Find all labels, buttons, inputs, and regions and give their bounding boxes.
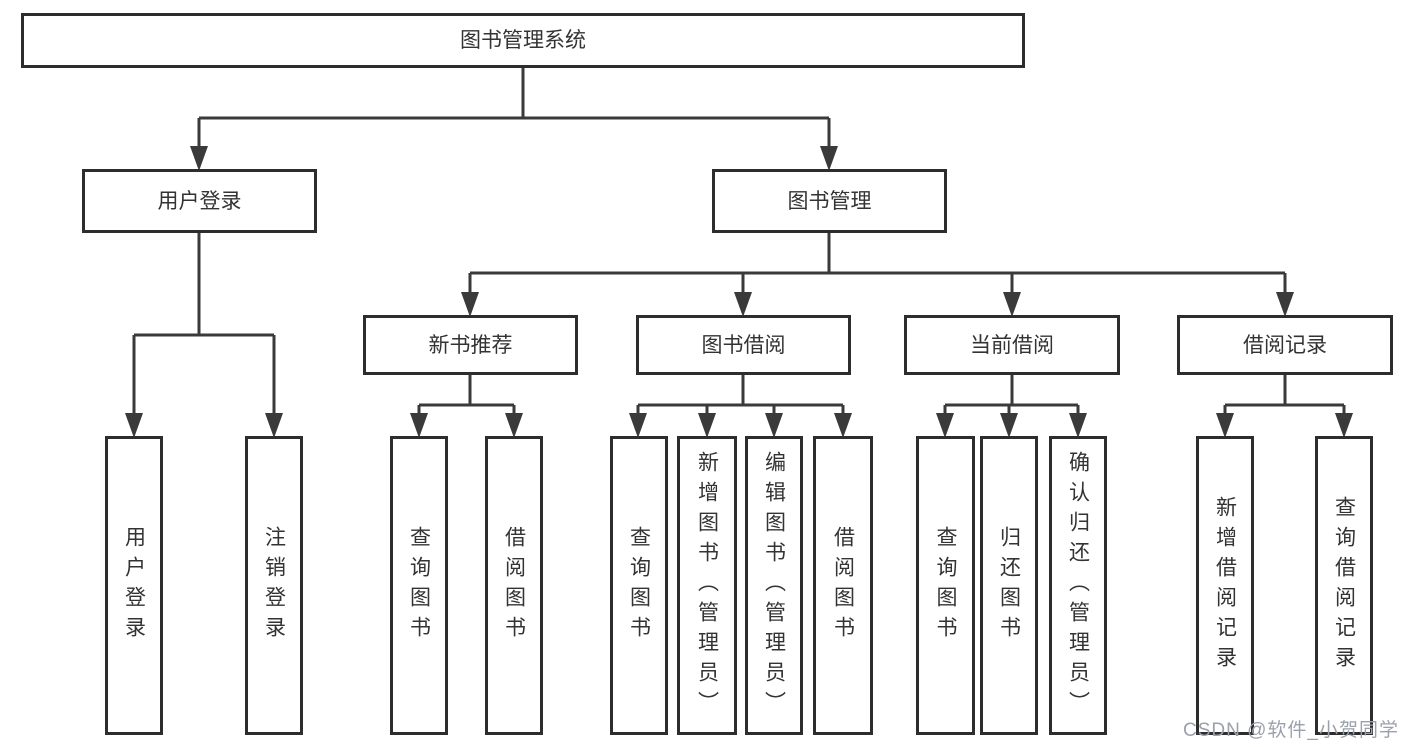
node-label: 查询图书 [627,525,651,646]
node-label: 注销登录 [262,525,286,646]
connector-lines [132,68,1346,417]
node-label: 新书推荐 [428,333,513,357]
node-label: 借阅记录 [1243,333,1327,357]
node-new-book-rec: 新书推荐 [363,315,578,375]
node-label: 图书管理系统 [460,29,586,52]
node-borrow-records: 借阅记录 [1177,315,1393,375]
node-label: 查询图书 [407,525,431,646]
node-leaf-bb-edit-books: 编辑图书（管理员） [745,436,803,735]
node-leaf-br-add-record: 新增借阅记录 [1196,436,1254,735]
node-label: 图书借阅 [701,333,786,357]
node-label: 归还图书 [997,525,1021,646]
node-current-borrow: 当前借阅 [904,315,1120,375]
node-label: 借阅图书 [502,525,526,646]
arrowhead-icons [125,146,1353,438]
node-leaf-user-login: 用户登录 [105,436,163,735]
node-label: 当前借阅 [970,333,1054,357]
node-leaf-cb-return-books: 归还图书 [980,436,1038,735]
node-label: 查询借阅记录 [1332,495,1356,676]
node-leaf-rec-query-books: 查询图书 [390,436,448,735]
node-leaf-bb-query-books: 查询图书 [610,436,668,735]
node-label: 新增借阅记录 [1213,495,1237,676]
node-leaf-br-query-record: 查询借阅记录 [1315,436,1373,735]
node-label: 新增图书（管理员） [695,450,719,721]
node-book-borrow: 图书借阅 [636,315,851,375]
csdn-watermark: CSDN @软件_小贺同学 [1183,720,1399,741]
node-leaf-rec-borrow-books: 借阅图书 [485,436,543,735]
node-label: 用户登录 [157,189,242,213]
node-leaf-bb-borrow-books: 借阅图书 [813,436,873,735]
node-root: 图书管理系统 [21,13,1025,68]
node-leaf-logout: 注销登录 [245,436,303,735]
node-leaf-cb-confirm-return: 确认归还（管理员） [1049,436,1107,735]
node-label: 编辑图书（管理员） [762,450,786,721]
node-label: 确认归还（管理员） [1066,450,1090,721]
node-leaf-cb-query-books: 查询图书 [916,436,975,735]
node-label: 借阅图书 [831,525,855,646]
node-label: 查询图书 [934,525,957,646]
node-label: 用户登录 [122,525,146,646]
node-book-mgmt: 图书管理 [712,169,947,233]
node-leaf-bb-add-books: 新增图书（管理员） [677,436,737,735]
node-user-login: 用户登录 [82,169,317,233]
node-label: 图书管理 [787,189,872,213]
